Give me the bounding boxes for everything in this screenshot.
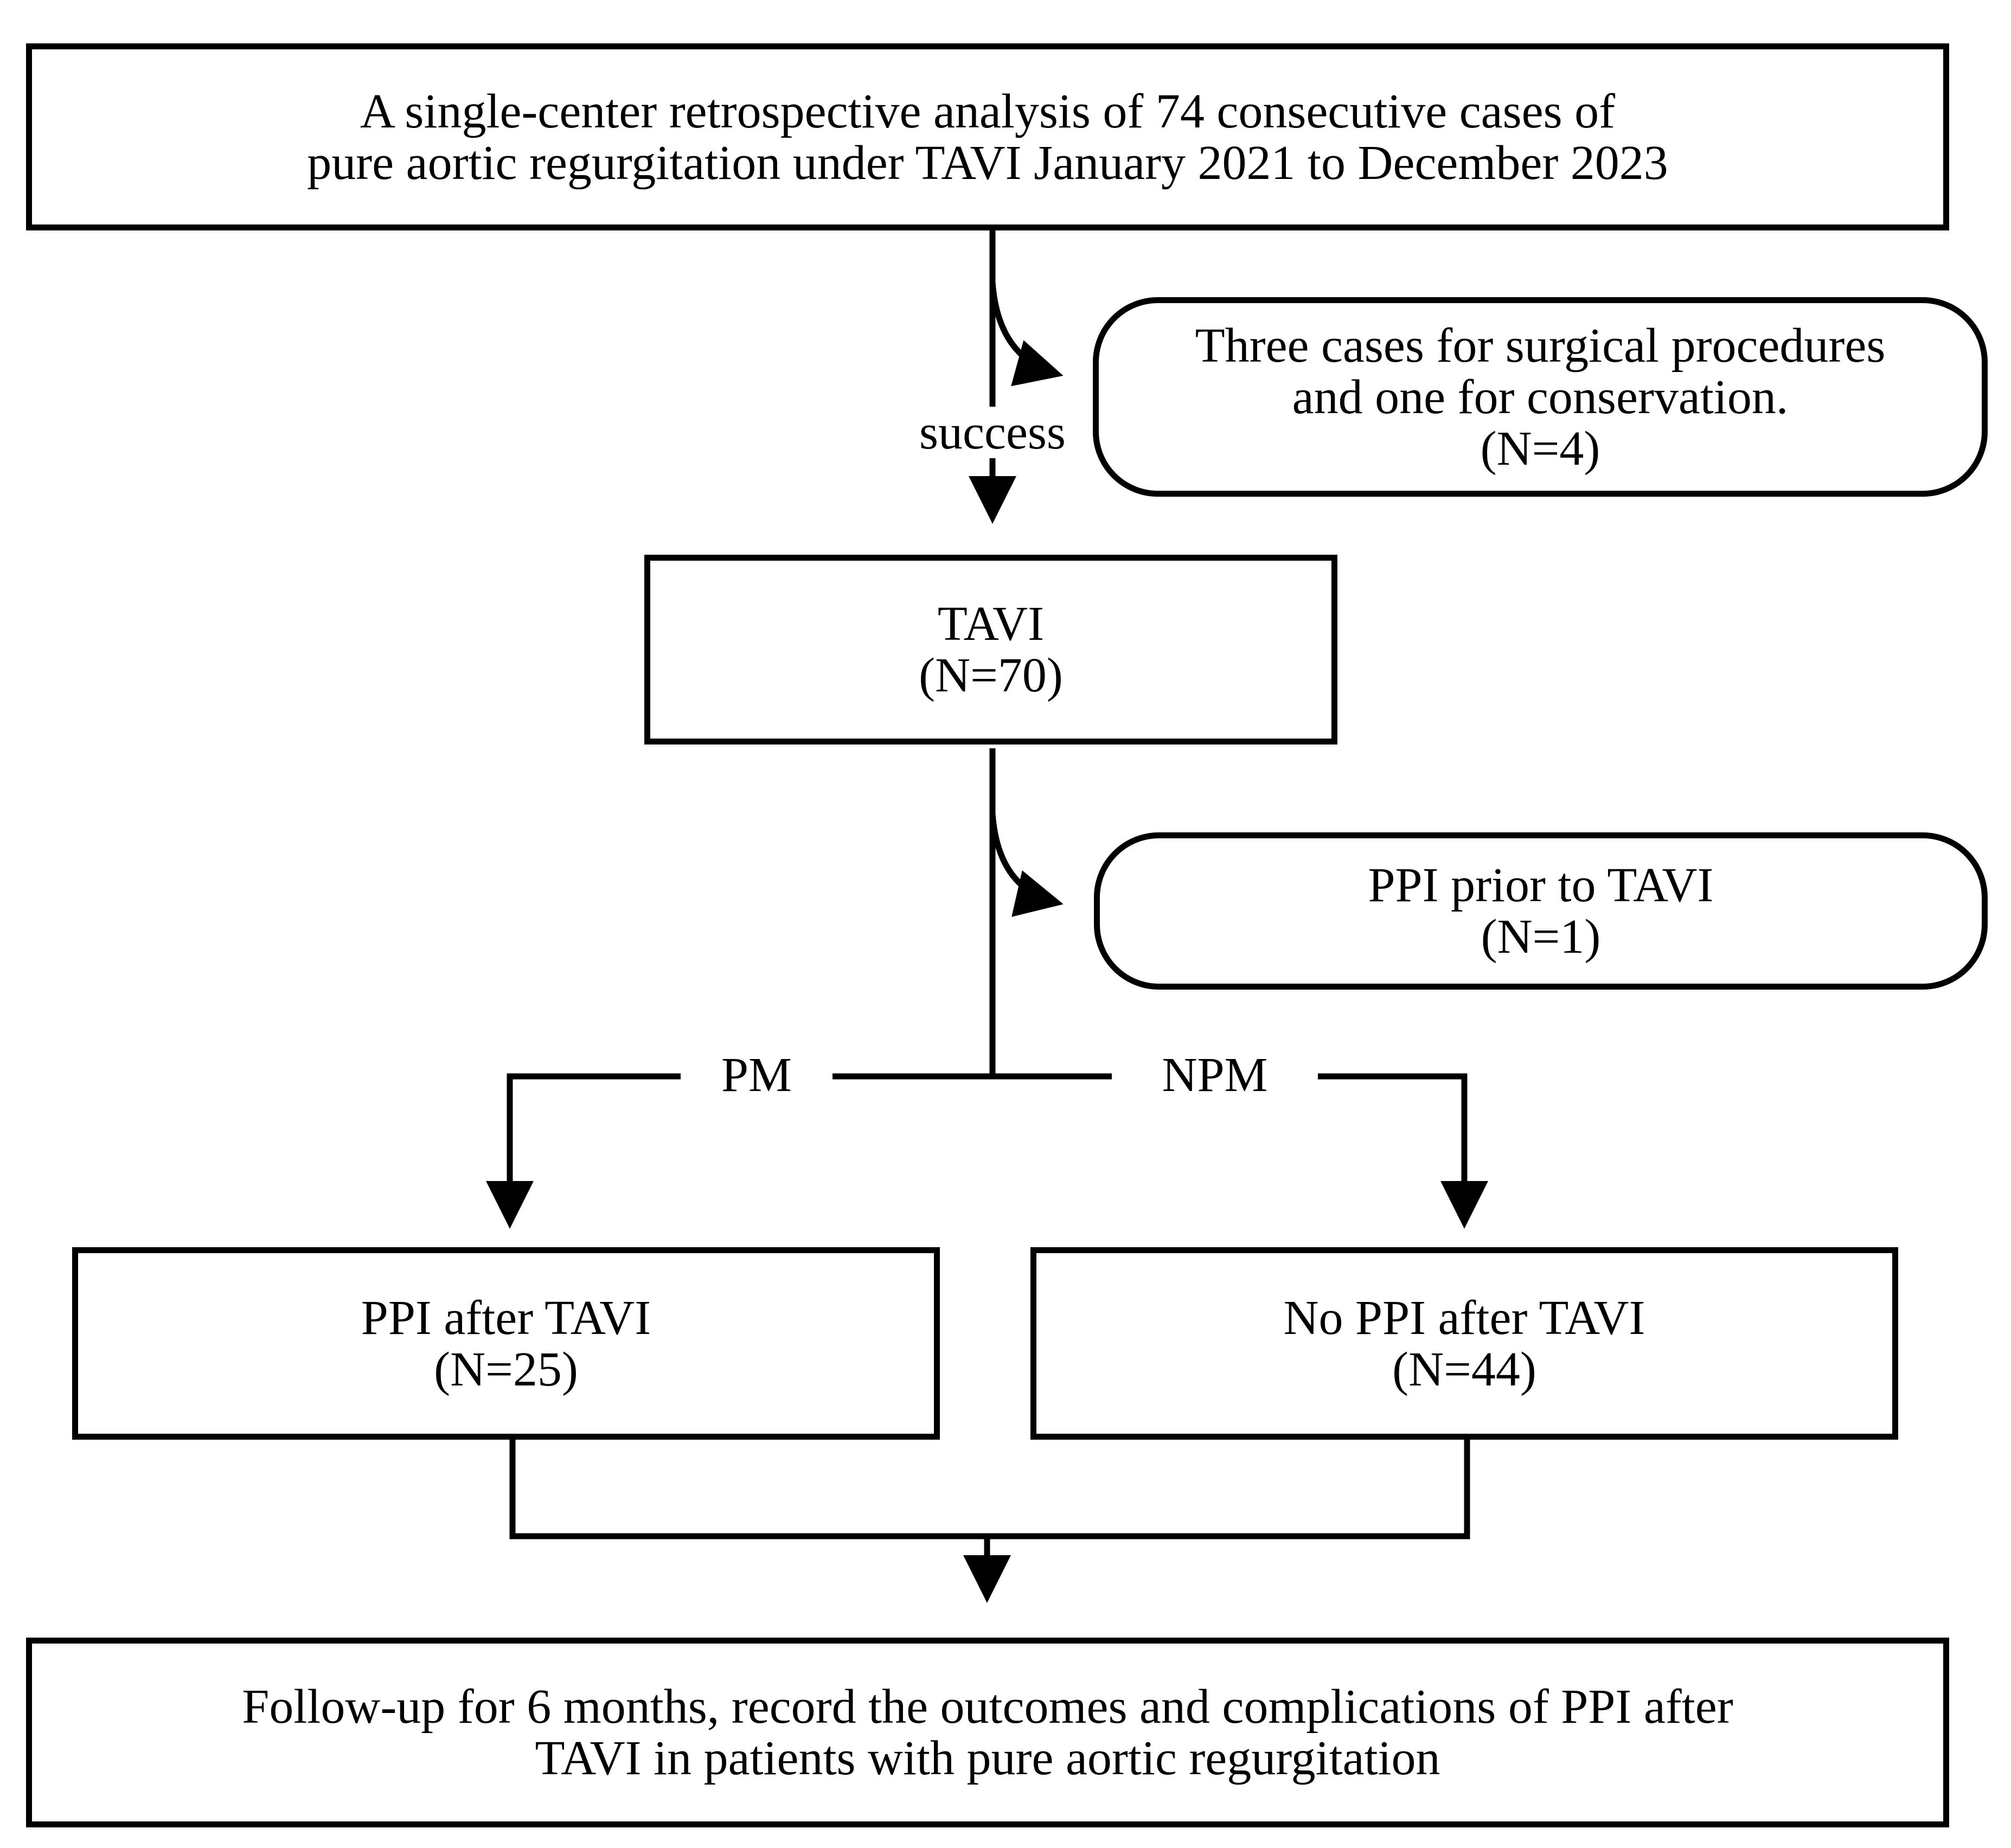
node-no-ppi-after: No PPI after TAVI (N=44) [1030,1247,1898,1440]
edge-label-npm: NPM [1112,1049,1318,1101]
edge-label-success: success [906,407,1079,458]
node-tavi-line1: TAVI [937,597,1045,651]
node-excluded-surgery-line3: (N=4) [1480,421,1600,476]
node-start-line2: pure aortic regurgitation under TAVI Jan… [307,136,1668,190]
node-tavi: TAVI (N=70) [644,555,1337,745]
node-start-line1: A single-center retrospective analysis o… [360,84,1616,138]
connector-tavi-to-ppi-prior [989,813,1064,917]
node-no-ppi-after-line1: No PPI after TAVI [1283,1291,1645,1345]
node-excluded-surgery-line2: and one for conservation. [1292,370,1789,424]
node-excluded-surgery-line1: Three cases for surgical procedures [1195,318,1886,373]
node-no-ppi-after-line2: (N=44) [1392,1342,1536,1396]
node-excluded-ppi-prior-line1: PPI prior to TAVI [1368,858,1714,912]
edge-label-pm: PM [681,1049,832,1101]
node-excluded-ppi-prior: PPI prior to TAVI (N=1) [1094,832,1988,990]
node-followup-line2: TAVI in patients with pure aortic regurg… [535,1731,1440,1785]
node-ppi-after: PPI after TAVI (N=25) [72,1247,940,1440]
node-excluded-ppi-prior-line2: (N=1) [1481,910,1601,964]
node-ppi-after-line1: PPI after TAVI [361,1291,651,1345]
node-followup-line1: Follow-up for 6 months, record the outco… [242,1680,1733,1734]
node-excluded-surgery: Three cases for surgical procedures and … [1093,297,1988,497]
connector-merge [509,1440,1470,1539]
connector-start-to-excluded [989,281,1064,387]
node-ppi-after-line2: (N=25) [434,1342,578,1396]
node-tavi-line2: (N=70) [919,649,1063,702]
node-start: A single-center retrospective analysis o… [26,43,1949,230]
node-followup: Follow-up for 6 months, record the outco… [26,1638,1949,1827]
